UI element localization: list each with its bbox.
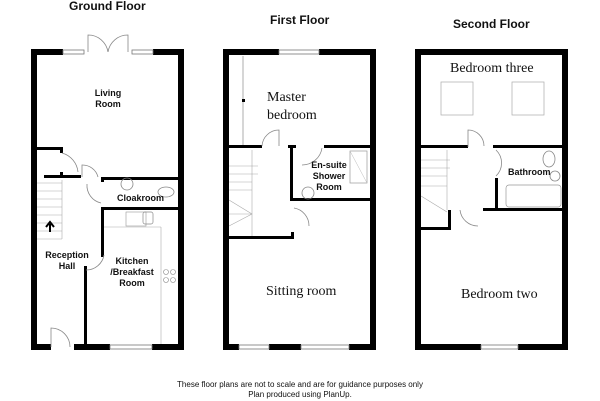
- room-label-sitting-room: Sitting room: [266, 283, 336, 301]
- room-label-line: Sitting room: [266, 284, 337, 299]
- disclaimer-text: These floor plans are not to scale and a…: [0, 380, 600, 400]
- room-label-line: Shower: [312, 171, 346, 181]
- room-label-living-room: Living Room: [93, 88, 123, 110]
- first-floor-plan: [223, 49, 376, 350]
- room-label-line: Bedroom two: [461, 287, 538, 302]
- first-floor-title: First Floor: [270, 13, 330, 27]
- room-label-master-bedroom: Master bedroom: [267, 89, 317, 125]
- room-label-cloakroom: Cloakroom: [117, 193, 164, 204]
- room-label-line: Room: [316, 182, 342, 192]
- room-label-line: Cloakroom: [117, 193, 165, 203]
- room-label-line: Kitchen: [115, 256, 149, 266]
- second-floor-plan: [415, 49, 568, 350]
- room-label-bathroom: Bathroom: [508, 167, 551, 178]
- room-label-bedroom-two: Bedroom two: [461, 286, 538, 304]
- room-label-line: Bedroom three: [450, 61, 534, 76]
- room-label-line: bedroom: [267, 108, 317, 123]
- credit-line: Plan produced using PlanUp.: [248, 390, 352, 399]
- ground-floor-title: Ground Floor: [69, 0, 146, 13]
- room-label-line: Room: [119, 278, 145, 288]
- second-floor-title: Second Floor: [453, 17, 530, 31]
- room-label-line: Hall: [58, 261, 76, 271]
- room-label-line: En-suite: [311, 160, 347, 170]
- room-label-kitchen-breakfast-room: Kitchen /Breakfast Room: [107, 256, 157, 289]
- room-label-line: Bathroom: [508, 167, 551, 177]
- room-label-line: Master: [267, 90, 306, 105]
- room-label-en-suite-shower-room: En-suite Shower Room: [309, 160, 349, 193]
- room-label-bedroom-three: Bedroom three: [450, 60, 534, 78]
- room-label-line: /Breakfast: [110, 267, 154, 277]
- disclaimer-line: These floor plans are not to scale and a…: [177, 380, 423, 389]
- room-label-line: Room: [95, 99, 121, 109]
- room-label-reception-hall: Reception Hall: [44, 250, 90, 272]
- room-label-line: Reception: [45, 250, 89, 260]
- ground-floor-plan: [31, 34, 184, 350]
- room-label-line: Living: [94, 88, 122, 98]
